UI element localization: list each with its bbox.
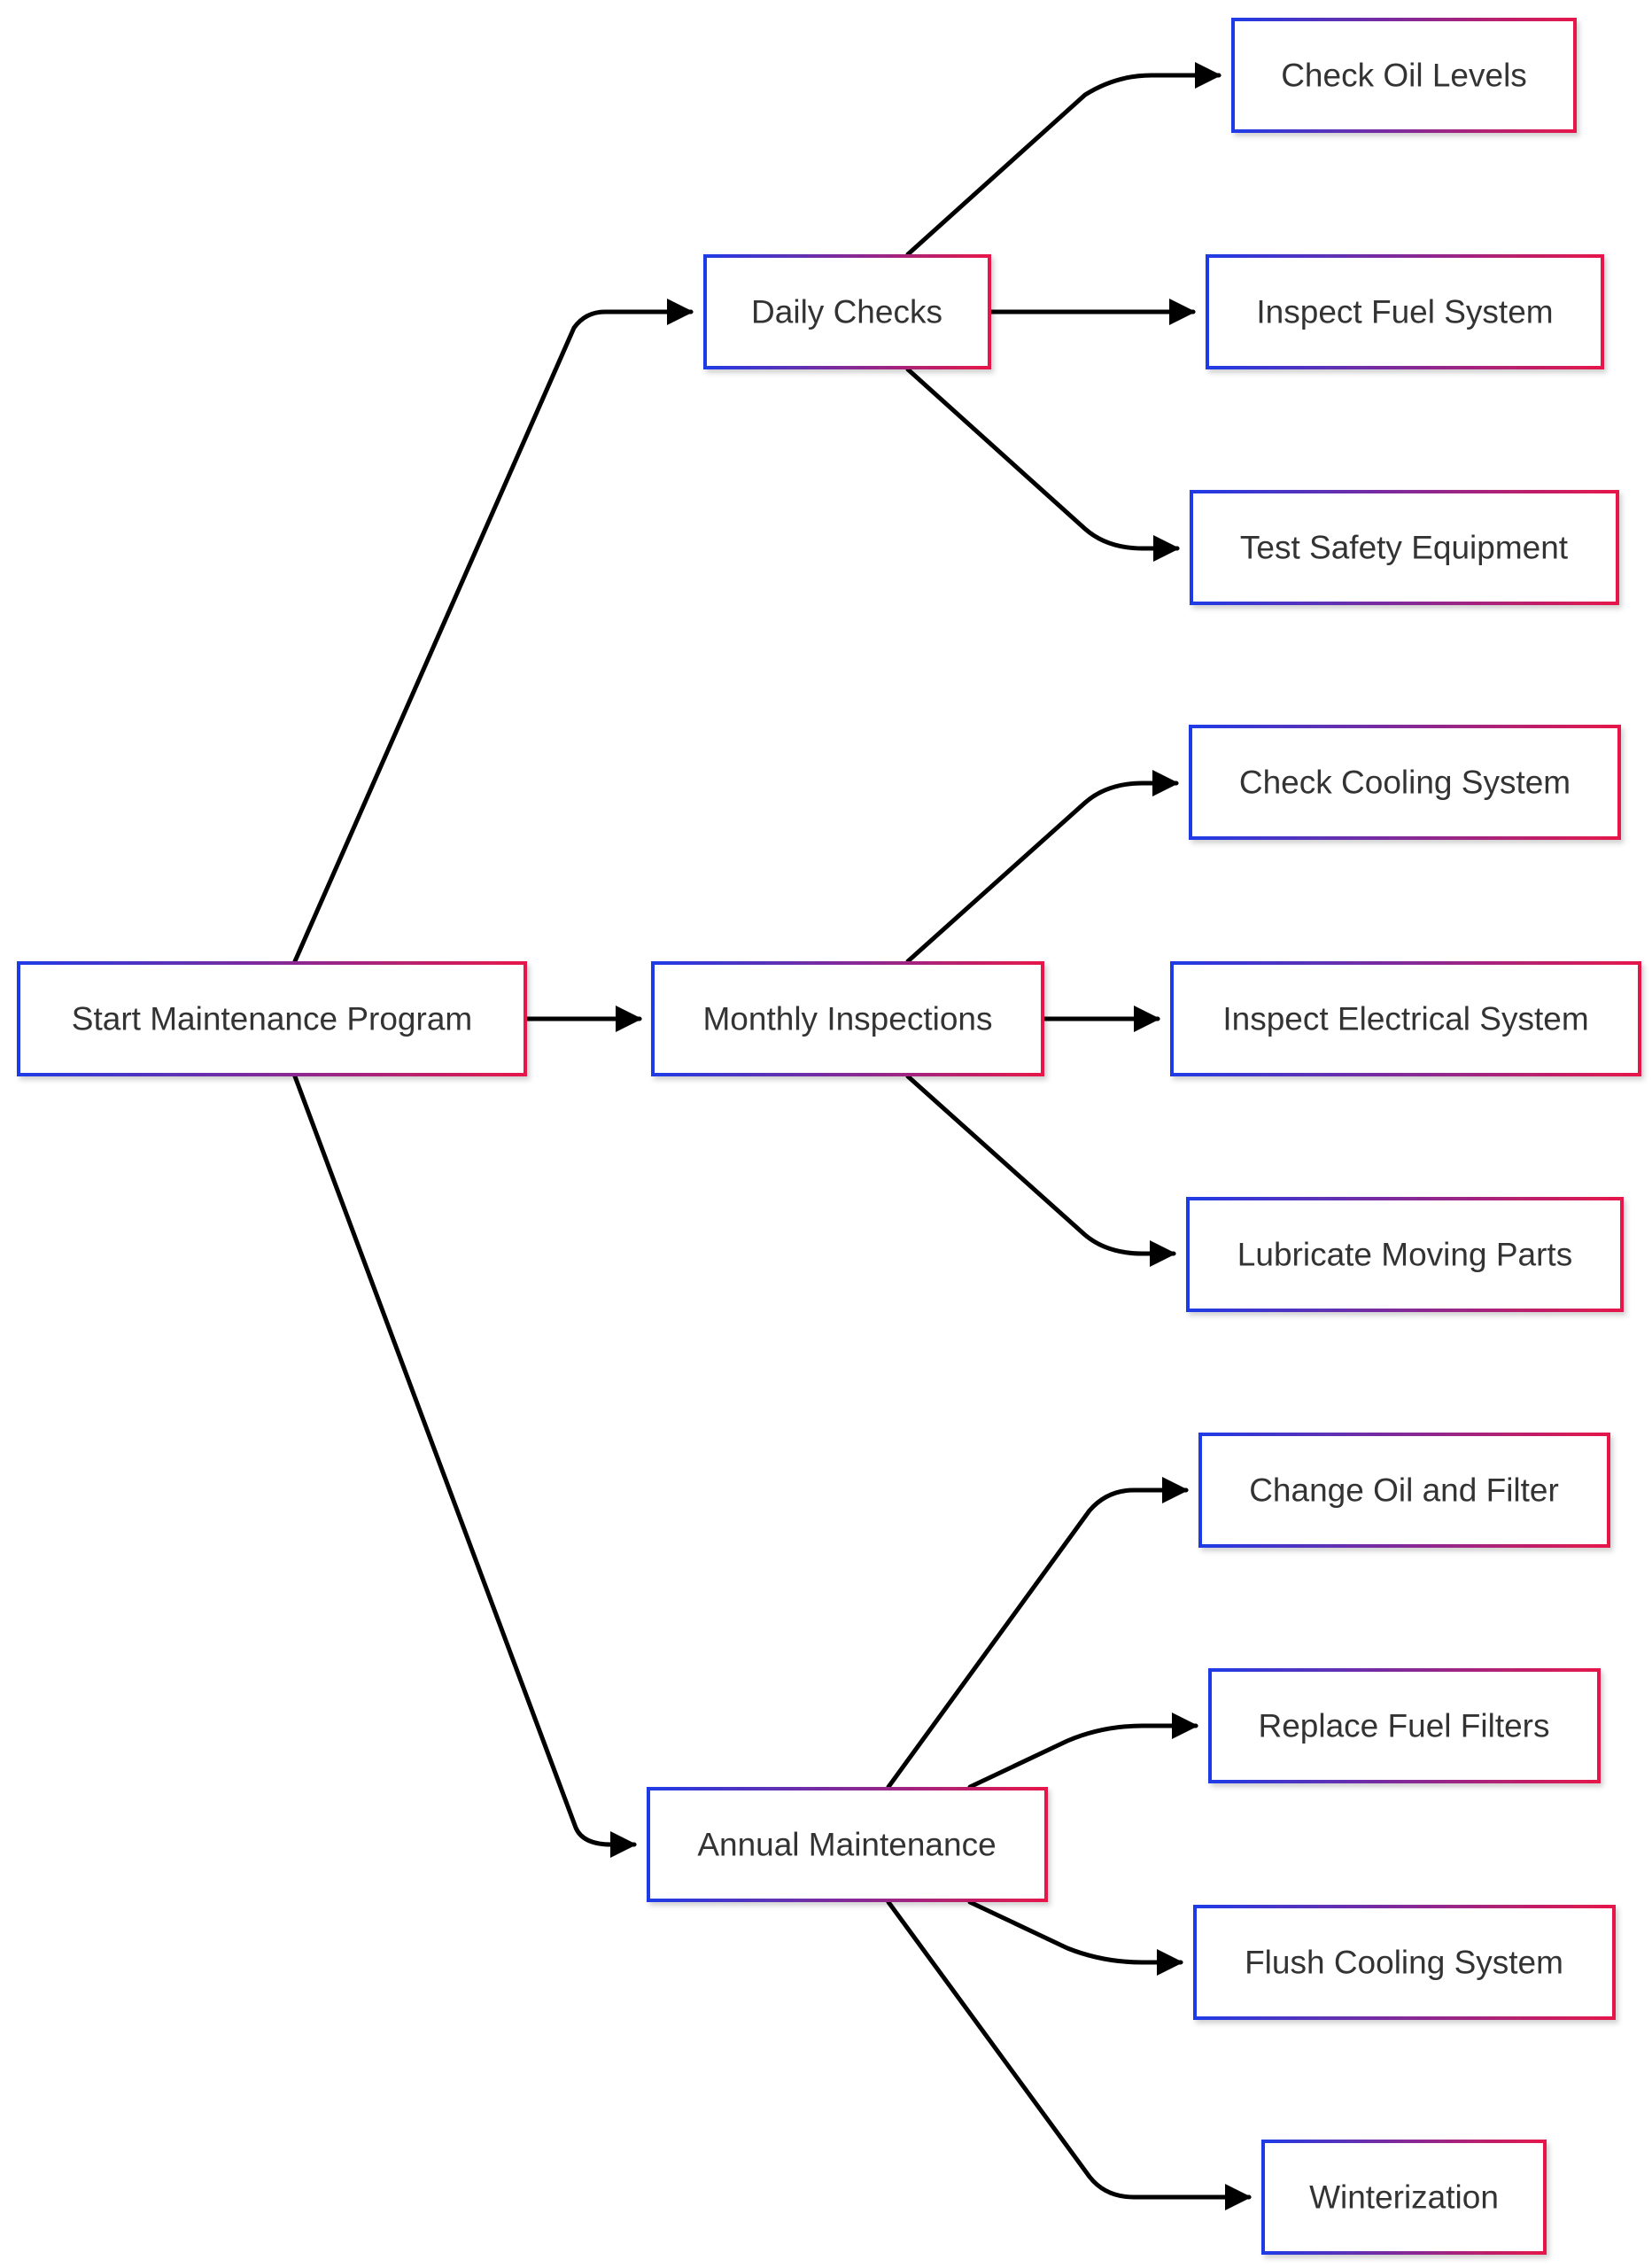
node-change-oil-and-filter[interactable]: Change Oil and Filter bbox=[1198, 1433, 1610, 1548]
node-label: Check Oil Levels bbox=[1281, 58, 1527, 94]
edge-annual-to-oil-filter bbox=[886, 1477, 1189, 1790]
edge-annual-to-flush-cooling bbox=[967, 1899, 1183, 1976]
node-label: Check Cooling System bbox=[1239, 765, 1571, 801]
node-label: Annual Maintenance bbox=[697, 1827, 996, 1863]
node-label: Change Oil and Filter bbox=[1249, 1472, 1559, 1509]
edge-start-to-annual bbox=[292, 1074, 637, 1858]
node-check-cooling-system[interactable]: Check Cooling System bbox=[1189, 725, 1621, 840]
node-label: Test Safety Equipment bbox=[1240, 530, 1569, 566]
node-check-oil-levels[interactable]: Check Oil Levels bbox=[1231, 18, 1577, 133]
node-daily-checks[interactable]: Daily Checks bbox=[703, 254, 991, 369]
node-inspect-fuel-system[interactable]: Inspect Fuel System bbox=[1206, 254, 1604, 369]
edge-monthly-to-lubricate bbox=[905, 1074, 1176, 1267]
edge-annual-to-fuel-filters bbox=[967, 1713, 1198, 1790]
node-lubricate-moving-parts[interactable]: Lubricate Moving Parts bbox=[1186, 1197, 1624, 1312]
node-inspect-electrical-system[interactable]: Inspect Electrical System bbox=[1170, 961, 1641, 1076]
node-label: Start Maintenance Program bbox=[72, 1001, 472, 1037]
node-replace-fuel-filters[interactable]: Replace Fuel Filters bbox=[1208, 1668, 1601, 1783]
edge-daily-to-safety bbox=[905, 367, 1180, 562]
node-test-safety-equipment[interactable]: Test Safety Equipment bbox=[1190, 490, 1619, 605]
node-label: Lubricate Moving Parts bbox=[1237, 1237, 1572, 1273]
node-label: Daily Checks bbox=[751, 294, 942, 330]
node-annual-maintenance[interactable]: Annual Maintenance bbox=[647, 1787, 1048, 1902]
node-label: Winterization bbox=[1309, 2179, 1499, 2216]
nodes: Start Maintenance Program Daily Checks M… bbox=[17, 18, 1641, 2255]
edge-daily-to-oil-levels bbox=[905, 62, 1222, 257]
node-monthly-inspections[interactable]: Monthly Inspections bbox=[651, 961, 1044, 1076]
edge-annual-to-winterization bbox=[886, 1899, 1252, 2210]
node-winterization[interactable]: Winterization bbox=[1261, 2140, 1547, 2255]
edge-start-to-daily bbox=[292, 299, 694, 964]
edge-monthly-to-cooling-check bbox=[905, 770, 1179, 964]
node-label: Inspect Electrical System bbox=[1222, 1001, 1588, 1037]
node-start-maintenance-program[interactable]: Start Maintenance Program bbox=[17, 961, 527, 1076]
node-label: Replace Fuel Filters bbox=[1258, 1708, 1549, 1744]
node-label: Flush Cooling System bbox=[1245, 1945, 1563, 1981]
node-label: Monthly Inspections bbox=[702, 1001, 992, 1037]
node-flush-cooling-system[interactable]: Flush Cooling System bbox=[1193, 1905, 1616, 2020]
edges bbox=[292, 62, 1252, 2210]
node-label: Inspect Fuel System bbox=[1256, 294, 1553, 330]
